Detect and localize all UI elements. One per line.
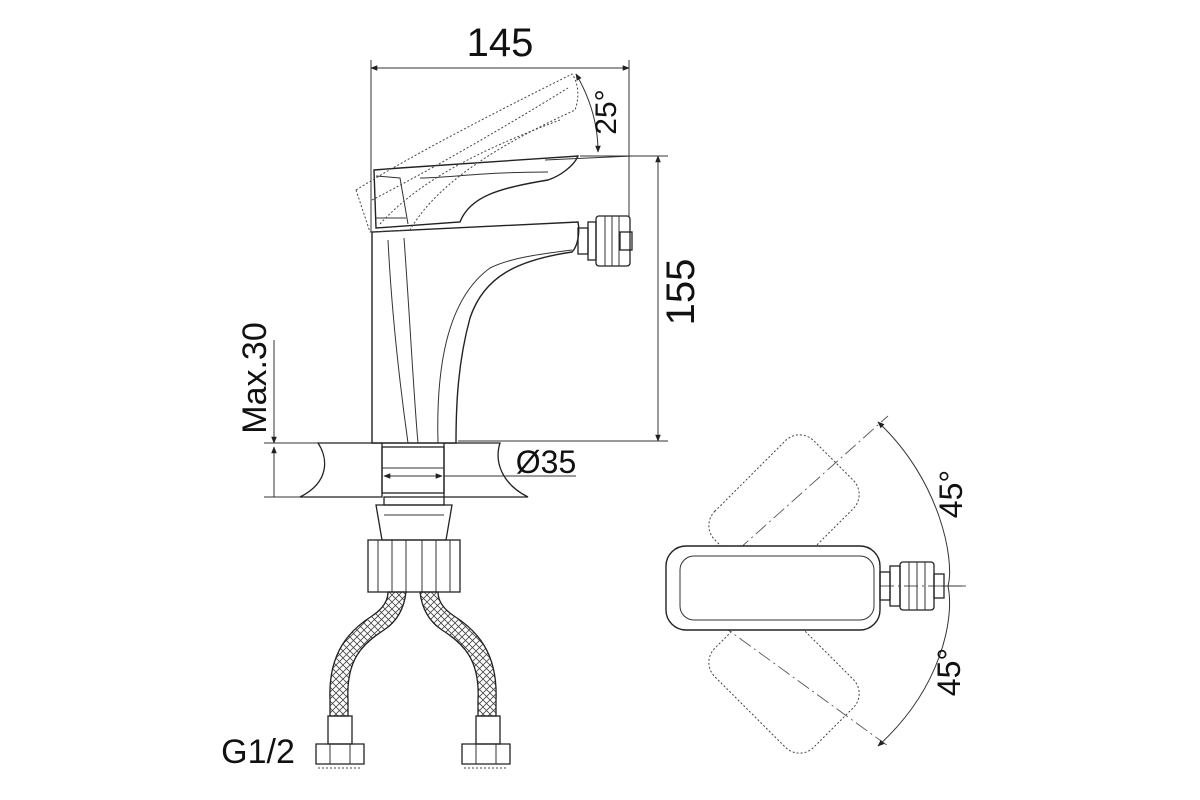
height-label: 155 [659, 259, 703, 326]
aerator-side [577, 215, 633, 267]
rotation-lower-label: 45° [931, 648, 967, 696]
faucet-body [355, 73, 633, 444]
top-view: 45° 45° [665, 415, 970, 754]
lever-angle-label: 25° [590, 89, 623, 134]
flexible-hoses [315, 591, 511, 769]
dimension-width [370, 60, 630, 232]
countertop-section [299, 442, 529, 498]
dimension-max-thickness [264, 340, 318, 498]
dimension-height [458, 155, 668, 442]
rotation-upper-label: 45° [933, 470, 969, 518]
lever-closed [373, 155, 580, 229]
thread-label: G1/2 [221, 733, 295, 771]
mounting-shank [367, 496, 461, 593]
width-label: 145 [467, 21, 534, 65]
max-thickness-label: Max.30 [236, 322, 274, 434]
lever-top [665, 545, 881, 631]
dimension-lever-angle [544, 73, 633, 161]
side-view: 145 155 25° Max.30 Ø35 G1/2 [221, 21, 703, 771]
aerator-top [879, 561, 945, 611]
hole-diameter-label: Ø35 [516, 444, 576, 480]
